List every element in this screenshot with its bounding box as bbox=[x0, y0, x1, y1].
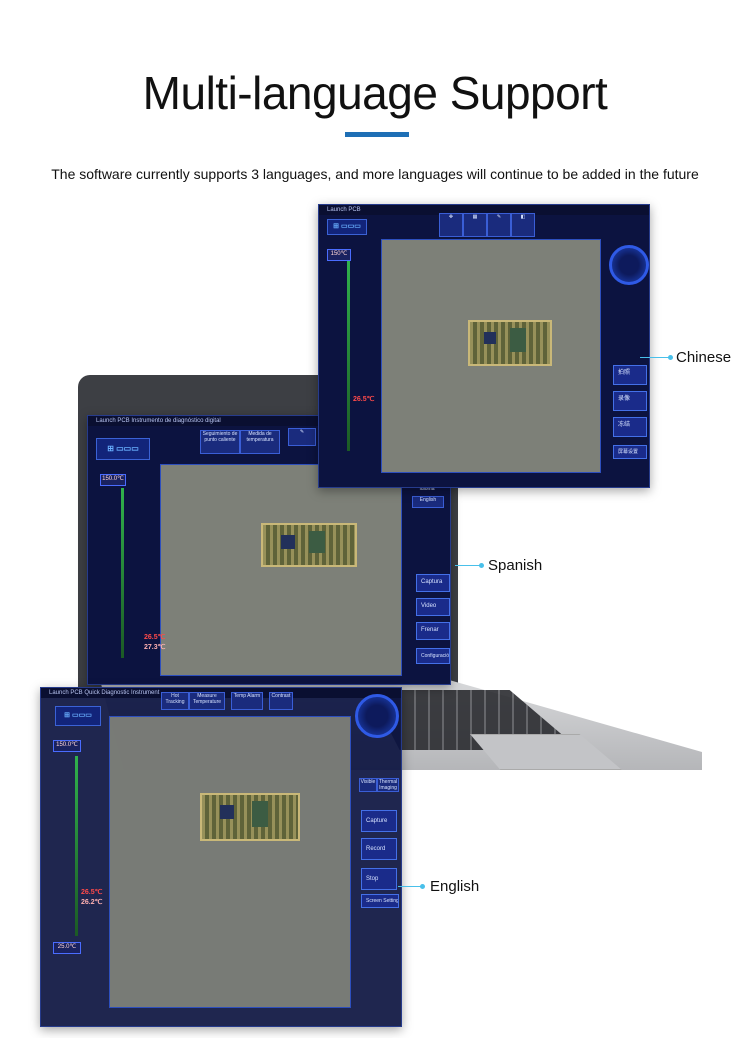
toolbar-button[interactable]: ▦ bbox=[463, 213, 487, 237]
toolbar-measure-temp[interactable]: Measure Temperature bbox=[189, 692, 225, 710]
pcb-board bbox=[261, 523, 357, 567]
pcb-board bbox=[468, 320, 552, 366]
thermal-view bbox=[160, 464, 402, 676]
mode-visible[interactable]: Visible bbox=[359, 778, 377, 792]
control-dial[interactable] bbox=[355, 694, 399, 738]
toolbar-hot-tracking[interactable]: Hot Tracking bbox=[161, 692, 189, 710]
control-dial[interactable] bbox=[609, 245, 649, 285]
chinese-label: Chinese bbox=[676, 349, 732, 366]
toolbar-contrast[interactable]: Contrast bbox=[269, 692, 293, 710]
app-logo: ⊞ ▭▭▭ bbox=[96, 438, 150, 460]
sidebar-stop[interactable]: Stop bbox=[361, 868, 397, 890]
temp-min-readout: 25.0℃ bbox=[53, 942, 81, 954]
toolbar-hot-tracking[interactable]: Seguimiento de punto caliente bbox=[200, 430, 240, 454]
spanish-label: Spanish bbox=[488, 557, 543, 574]
window-title: Launch PCB bbox=[319, 205, 649, 215]
app-logo: ⊞ ▭▭▭ bbox=[55, 706, 101, 726]
sidebar-screen-setting[interactable]: Screen Setting bbox=[361, 894, 399, 908]
language-label: Idioma bbox=[419, 486, 435, 492]
spanish-callout-dot bbox=[479, 563, 484, 568]
thermal-view bbox=[109, 716, 351, 1008]
temperature-scale bbox=[121, 488, 124, 658]
english-callout-dot bbox=[420, 884, 425, 889]
sidebar-settings[interactable]: 屏幕设置 bbox=[613, 445, 647, 459]
title-underline bbox=[345, 132, 409, 137]
sidebar-button-2[interactable]: 录像 bbox=[613, 391, 647, 411]
toolbar-button[interactable]: ✎ bbox=[487, 213, 511, 237]
pcb-board bbox=[200, 793, 300, 841]
toolbar-temp-alarm[interactable]: Temp Alarm bbox=[231, 692, 263, 710]
chinese-callout-dot bbox=[668, 355, 673, 360]
spanish-callout-line bbox=[455, 565, 481, 566]
temp-max-readout: 150.0℃ bbox=[100, 474, 126, 486]
sidebar-button-1[interactable]: 拍照 bbox=[613, 365, 647, 385]
page-title: Multi-language Support bbox=[142, 67, 608, 119]
toolbar-icon[interactable]: ✎ bbox=[288, 428, 316, 446]
mode-thermal[interactable]: Thermal Imaging bbox=[377, 778, 399, 792]
sidebar-button-3[interactable]: 冻结 bbox=[613, 417, 647, 437]
chinese-app-window: Launch PCB ⊞ ▭▭▭ ✥ ▦ ✎ ◧ 150℃ 26.5℃ 拍照 录… bbox=[318, 204, 650, 488]
lowspot-temp: 27.3℃ bbox=[144, 644, 166, 651]
sidebar-record[interactable]: Record bbox=[361, 838, 397, 860]
hotspot-temp: 26.5℃ bbox=[81, 889, 103, 896]
language-select[interactable]: English bbox=[412, 496, 444, 508]
lowspot-temp: 26.2℃ bbox=[81, 899, 103, 906]
english-label: English bbox=[430, 878, 480, 895]
toolbar-measure-temp[interactable]: Medida de temperatura bbox=[240, 430, 280, 454]
sidebar-settings[interactable]: Configuración bbox=[416, 648, 450, 664]
hotspot-temp: 26.5℃ bbox=[353, 396, 375, 403]
window-title: Launch PCB Instrumento de diagnóstico di… bbox=[88, 416, 450, 426]
temperature-scale bbox=[75, 756, 78, 936]
sidebar-stop[interactable]: Frenar bbox=[416, 622, 450, 640]
temperature-scale bbox=[347, 261, 350, 451]
toolbar-button[interactable]: ◧ bbox=[511, 213, 535, 237]
app-logo: ⊞ ▭▭▭ bbox=[327, 219, 367, 235]
sidebar-capture[interactable]: Captura bbox=[416, 574, 450, 592]
english-callout-line bbox=[398, 886, 422, 887]
page-subtitle: The software currently supports 3 langua… bbox=[51, 166, 699, 182]
sidebar-capture[interactable]: Capture bbox=[361, 810, 397, 832]
sidebar-video[interactable]: Video bbox=[416, 598, 450, 616]
temp-max-readout: 150.0℃ bbox=[53, 740, 81, 752]
chinese-callout-line bbox=[640, 357, 670, 358]
temp-max-readout: 150℃ bbox=[327, 249, 351, 261]
hotspot-temp: 26.5℃ bbox=[144, 634, 166, 641]
toolbar-button[interactable]: ✥ bbox=[439, 213, 463, 237]
thermal-view bbox=[381, 239, 601, 473]
english-app-window: Launch PCB Quick Diagnostic Instrument ⊞… bbox=[40, 687, 402, 1027]
